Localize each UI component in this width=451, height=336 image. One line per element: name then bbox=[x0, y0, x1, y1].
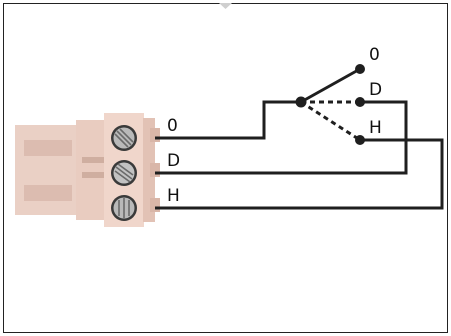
wire-h bbox=[155, 138, 444, 210]
switch-label-h: H bbox=[369, 118, 382, 138]
connector-rib-2 bbox=[82, 172, 104, 178]
switch-path-h bbox=[300, 100, 361, 142]
screw-d bbox=[111, 160, 137, 186]
terminal-label-0: 0 bbox=[167, 116, 178, 136]
connector-slot-bottom bbox=[24, 185, 72, 201]
connector-body-left bbox=[15, 125, 77, 215]
wire-d bbox=[155, 100, 408, 175]
terminal-block-connector bbox=[15, 113, 160, 227]
screw-0 bbox=[111, 125, 137, 151]
connector-body-middle bbox=[76, 120, 106, 220]
frame-notch bbox=[219, 3, 232, 9]
screw-h bbox=[111, 195, 137, 221]
connector-slot-top bbox=[24, 140, 72, 156]
connector-socket-3 bbox=[150, 198, 160, 212]
terminal-label-d: D bbox=[167, 151, 180, 171]
wire-0 bbox=[155, 100, 301, 140]
switch-label-d: D bbox=[369, 80, 382, 100]
wires bbox=[155, 100, 444, 210]
switch-contact-d bbox=[355, 97, 365, 107]
connector-socket-1 bbox=[150, 128, 160, 142]
switch-pivot bbox=[295, 96, 307, 108]
terminal-label-h: H bbox=[167, 186, 180, 206]
switch-contact-0 bbox=[355, 64, 365, 74]
switch-label-0: 0 bbox=[369, 45, 380, 65]
switch-lever bbox=[300, 67, 361, 104]
selector-switch bbox=[295, 64, 365, 145]
connector-socket-2 bbox=[150, 163, 160, 177]
connector-right-edge bbox=[143, 118, 155, 222]
switch-contact-h bbox=[355, 135, 365, 145]
connector-rib-1 bbox=[82, 157, 104, 163]
